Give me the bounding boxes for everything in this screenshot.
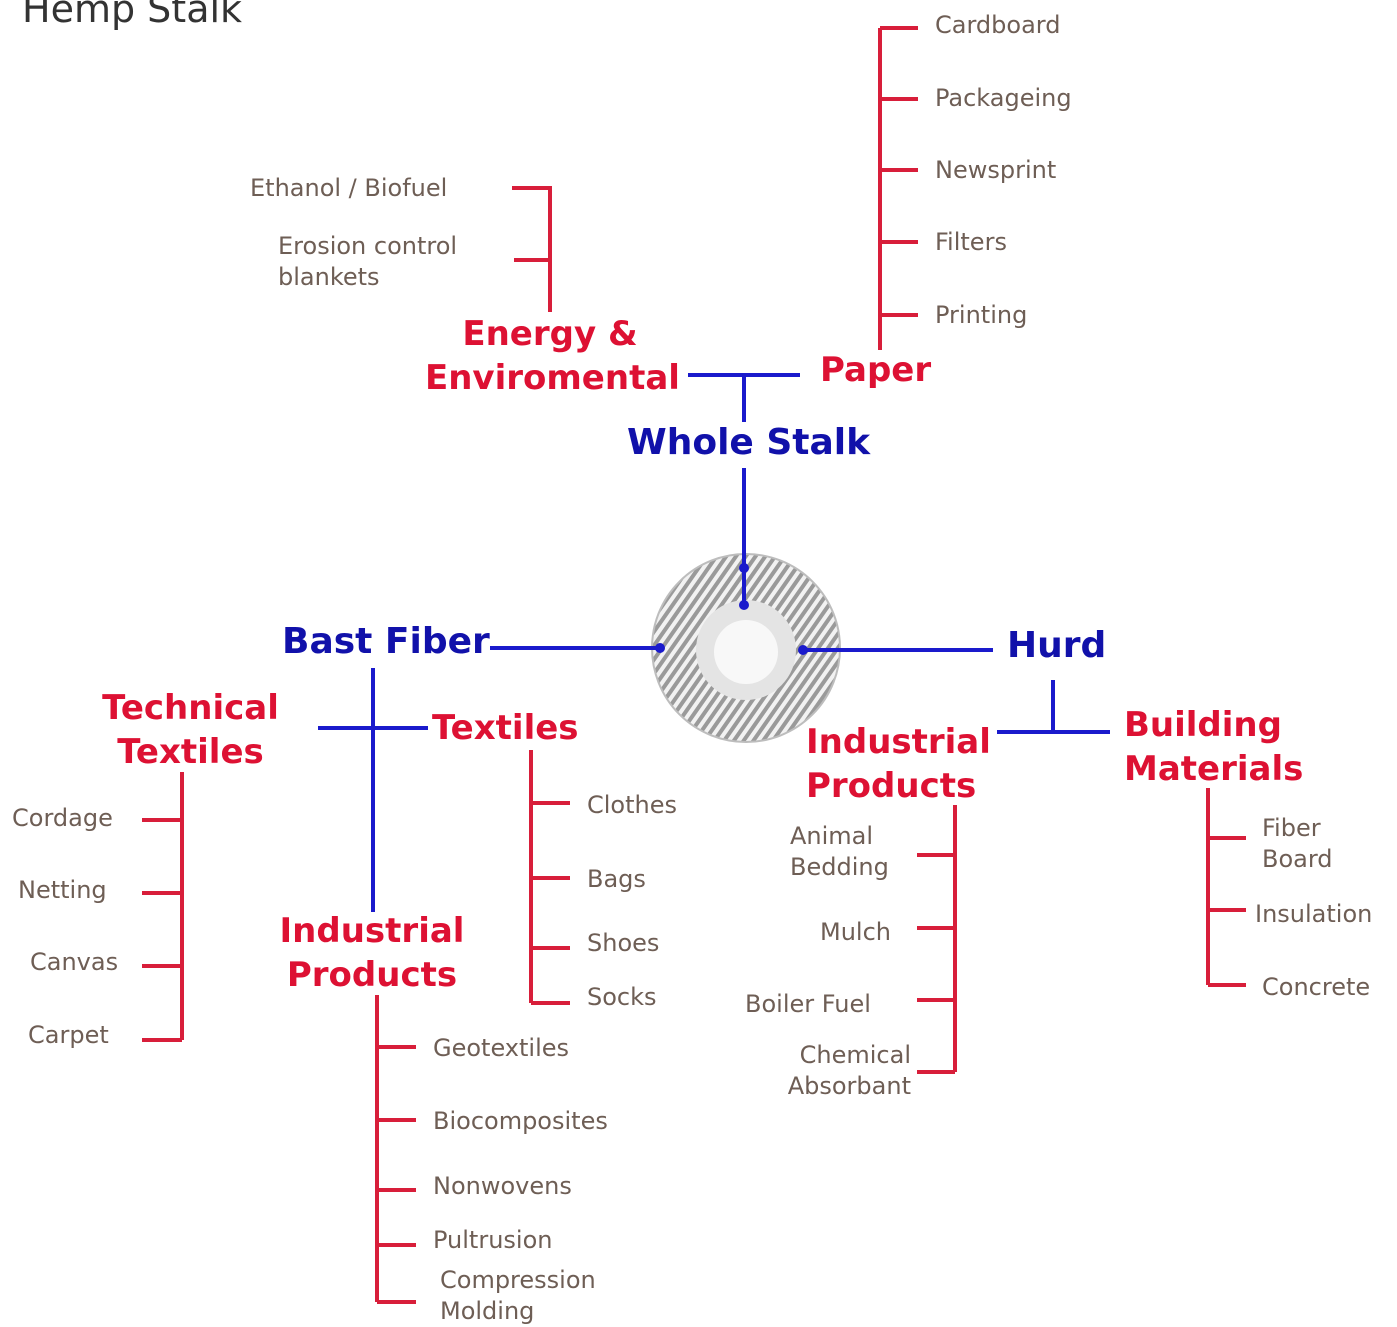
- leaf-carpet: Carpet: [28, 1021, 109, 1049]
- leaf-insulation: Insulation: [1255, 900, 1373, 928]
- leaf-mulch: Mulch: [820, 918, 891, 946]
- leaf-netting: Netting: [18, 876, 107, 904]
- leaf-concrete: Concrete: [1262, 973, 1371, 1001]
- leaf-boiler-fuel: Boiler Fuel: [745, 990, 871, 1018]
- leaf-nonwovens: Nonwovens: [433, 1172, 572, 1200]
- hub-connectors: [318, 373, 1110, 912]
- leaf-bags: Bags: [587, 865, 646, 893]
- paper-label: Paper: [820, 350, 932, 390]
- leaf-filters: Filters: [935, 228, 1007, 256]
- leaf-packageing: Packageing: [935, 84, 1072, 112]
- energy-environmental-label: Energy & Enviromental: [425, 314, 680, 399]
- bast-industrial-products-label: Industrial Products: [279, 911, 465, 996]
- hub-connector-dots: [655, 563, 808, 655]
- technical-textiles-label: Technical Textiles: [102, 688, 279, 773]
- building-materials-label: Building Materials: [1124, 705, 1304, 790]
- whole-stalk-label: Whole Stalk: [627, 422, 871, 463]
- diagram-title: Hemp Stalk: [22, 0, 243, 31]
- leaf-biocomposites: Biocomposites: [433, 1107, 608, 1135]
- textiles-label: Textiles: [432, 708, 579, 748]
- category-brackets: [142, 26, 1246, 1304]
- leaf-cordage: Cordage: [12, 804, 113, 832]
- leaf-newsprint: Newsprint: [935, 156, 1057, 184]
- leaf-chemical-absorbant: Chemical Absorbant: [787, 1041, 911, 1101]
- leaf-socks: Socks: [587, 983, 657, 1011]
- hurd-industrial-products-label: Industrial Products: [806, 722, 991, 807]
- leaf-geotextiles: Geotextiles: [433, 1034, 570, 1062]
- hurd-label: Hurd: [1007, 625, 1107, 666]
- leaf-animal-bedding: Animal Bedding: [790, 822, 889, 882]
- leaf-fiber-board: Fiber Board: [1262, 814, 1333, 874]
- leaf-pultrusion: Pultrusion: [433, 1226, 553, 1254]
- leaf-shoes: Shoes: [587, 929, 660, 957]
- leaf-erosion-control-blankets: Erosion control blankets: [278, 232, 458, 292]
- leaf-clothes: Clothes: [587, 791, 677, 819]
- stalk-cross-section-icon: [651, 553, 841, 743]
- leaf-printing: Printing: [935, 301, 1028, 329]
- leaf-compression-molding: Compression Molding: [440, 1266, 596, 1326]
- leaf-ethanol-biofuel: Ethanol / Biofuel: [250, 174, 448, 202]
- leaf-canvas: Canvas: [30, 948, 119, 976]
- bast-fiber-label: Bast Fiber: [282, 621, 490, 662]
- leaf-cardboard: Cardboard: [935, 11, 1061, 39]
